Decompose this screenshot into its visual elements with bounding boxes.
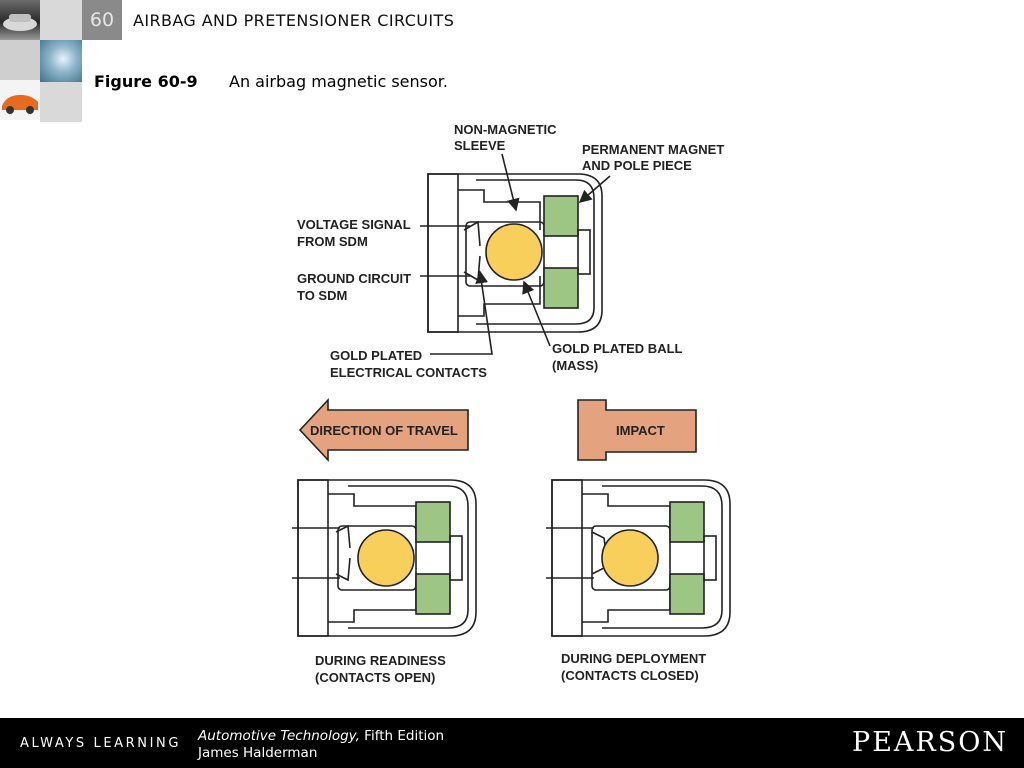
svg-text:DURING READINESS: DURING READINESS [315, 653, 446, 668]
callout-voltage-signal: VOLTAGE SIGNAL FROM SDM [297, 217, 411, 249]
magnet-upper [543, 195, 579, 237]
svg-text:GROUND CIRCUIT: GROUND CIRCUIT [297, 271, 411, 286]
sensor-deployment [546, 479, 731, 637]
book-title: Automotive Technology, [198, 728, 360, 744]
svg-text:PERMANENT MAGNET: PERMANENT MAGNET [582, 142, 724, 157]
callout-gold-contacts: GOLD PLATED ELECTRICAL CONTACTS [330, 270, 493, 380]
svg-text:AND POLE PIECE: AND POLE PIECE [582, 158, 692, 173]
state-deployment-label: DURING DEPLOYMENT (CONTACTS CLOSED) [561, 651, 706, 683]
callout-gold-ball: GOLD PLATED BALL (MASS) [522, 280, 683, 373]
callout-ground-circuit: GROUND CIRCUIT TO SDM [297, 271, 411, 303]
state-readiness-label: DURING READINESS (CONTACTS OPEN) [315, 653, 446, 685]
svg-text:GOLD PLATED BALL: GOLD PLATED BALL [552, 341, 683, 356]
callout-non-magnetic-sleeve: NON-MAGNETIC SLEEVE [454, 122, 557, 212]
svg-text:SLEEVE: SLEEVE [454, 138, 506, 153]
car-thumbnail-top [0, 0, 40, 40]
airbag-sensor-diagram: NON-MAGNETIC SLEEVE PERMANENT MAGNET AND… [292, 122, 731, 685]
figure-caption: An airbag magnetic sensor. [229, 72, 448, 91]
svg-text:VOLTAGE SIGNAL: VOLTAGE SIGNAL [297, 217, 411, 232]
chapter-number: 60 [82, 0, 122, 40]
svg-text:ELECTRICAL CONTACTS: ELECTRICAL CONTACTS [330, 365, 487, 380]
book-author: James Halderman [198, 745, 318, 761]
book-edition: Fifth Edition [359, 728, 445, 744]
turbine-thumbnail [40, 40, 82, 82]
pearson-logo: PEARSON [852, 727, 1008, 758]
svg-text:IMPACT: IMPACT [616, 423, 665, 438]
always-learning-tagline: ALWAYS LEARNING [20, 736, 182, 751]
impact-arrow: IMPACT [577, 399, 697, 461]
footer-bar: ALWAYS LEARNING Automotive Technology, F… [0, 718, 1024, 768]
orange-car-thumbnail [0, 80, 40, 120]
svg-text:(CONTACTS CLOSED): (CONTACTS CLOSED) [561, 668, 699, 683]
gray-thumbnail [0, 40, 40, 80]
magnet-lower [543, 267, 579, 309]
svg-text:(CONTACTS OPEN): (CONTACTS OPEN) [315, 670, 435, 685]
svg-text:FROM SDM: FROM SDM [297, 234, 368, 249]
sensor-readiness [292, 479, 477, 637]
svg-text:DURING DEPLOYMENT: DURING DEPLOYMENT [561, 651, 706, 666]
svg-text:NON-MAGNETIC: NON-MAGNETIC [454, 122, 557, 137]
book-credit: Automotive Technology, Fifth Edition Jam… [198, 728, 444, 762]
chapter-title: AIRBAG AND PRETENSIONER CIRCUITS [133, 11, 455, 30]
svg-text:(MASS): (MASS) [552, 358, 598, 373]
svg-text:GOLD PLATED: GOLD PLATED [330, 348, 422, 363]
direction-of-travel-arrow: DIRECTION OF TRAVEL [298, 397, 469, 463]
callout-permanent-magnet: PERMANENT MAGNET AND POLE PIECE [578, 142, 724, 204]
svg-text:TO SDM: TO SDM [297, 288, 347, 303]
sensor-main [420, 173, 603, 333]
svg-text:DIRECTION OF TRAVEL: DIRECTION OF TRAVEL [310, 423, 458, 438]
figure-label: Figure 60-9 [94, 72, 198, 91]
gold-ball-mass [485, 223, 543, 281]
